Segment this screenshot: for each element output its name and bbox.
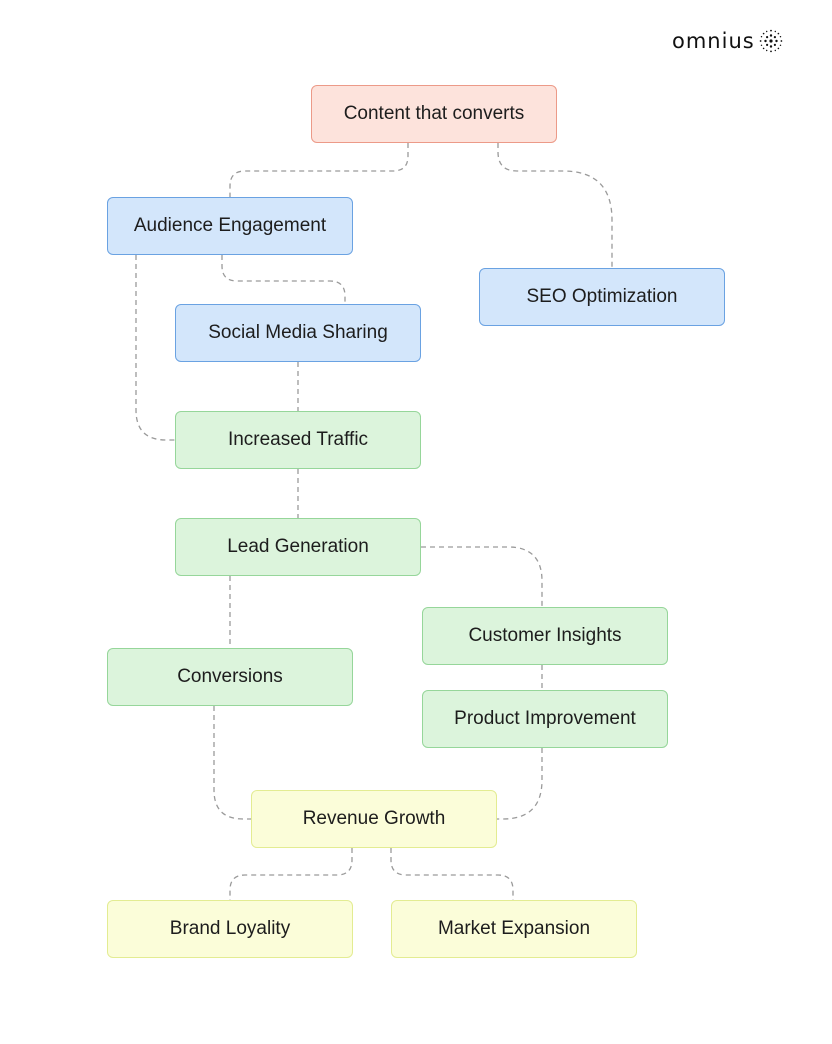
dotted-sphere-icon	[759, 29, 783, 53]
node-audience-engagement: Audience Engagement	[107, 197, 353, 255]
node-increased-traffic: Increased Traffic	[175, 411, 421, 469]
node-market-expansion: Market Expansion	[391, 900, 637, 958]
logo-wordmark: omnius	[672, 29, 755, 53]
connector-root-seo	[497, 143, 613, 268]
node-product-improvement: Product Improvement	[422, 690, 668, 748]
connector-audience-social	[221, 255, 346, 304]
node-conversions: Conversions	[107, 648, 353, 706]
node-lead-generation: Lead Generation	[175, 518, 421, 576]
connector-revenue-market	[390, 848, 514, 900]
node-revenue-growth: Revenue Growth	[251, 790, 497, 848]
connector-root-audience	[229, 143, 409, 197]
node-social-media-sharing: Social Media Sharing	[175, 304, 421, 362]
connector-lead-insights	[421, 546, 543, 607]
node-seo-optimization: SEO Optimization	[479, 268, 725, 326]
omnius-logo: omnius	[672, 28, 783, 54]
connector-product-revenue	[497, 748, 543, 820]
connector-audience-traffic	[135, 255, 175, 441]
connector-revenue-loyalty	[229, 848, 353, 900]
node-brand-loyality: Brand Loyality	[107, 900, 353, 958]
node-customer-insights: Customer Insights	[422, 607, 668, 665]
node-content-that-converts: Content that converts	[311, 85, 557, 143]
connector-conversions-revenue	[213, 706, 251, 820]
